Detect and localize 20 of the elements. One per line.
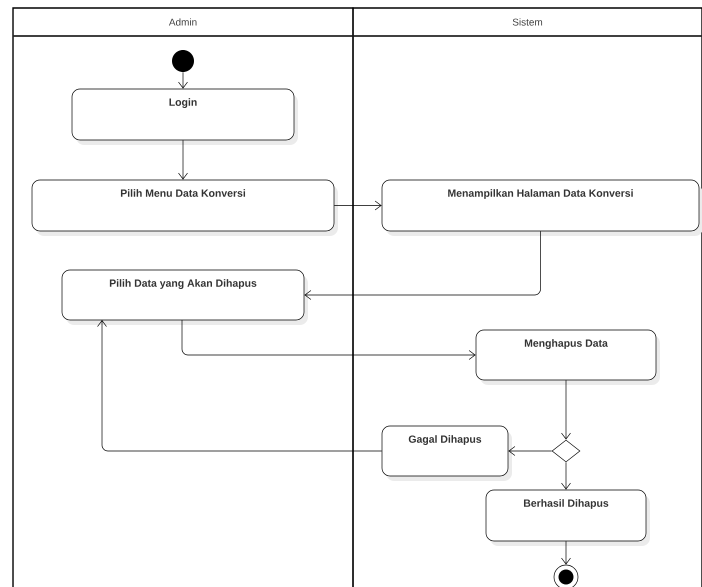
arrow <box>304 231 541 300</box>
action-box: Pilih Menu Data Konversi <box>32 180 338 236</box>
arrow <box>178 72 188 89</box>
start-node <box>172 50 194 72</box>
decision-diamond <box>552 440 580 462</box>
arrow <box>97 320 382 452</box>
action-box: Menampilkan Halaman Data Konversi <box>382 180 702 236</box>
arrow <box>178 140 188 180</box>
action-box: Login <box>72 88 298 145</box>
arrow <box>508 446 552 456</box>
arrow <box>334 200 382 210</box>
action-box: Menghapus Data <box>476 330 660 385</box>
action-box: Berhasil Dihapus <box>486 490 650 546</box>
action-box: Pilih Data yang Akan Dihapus <box>62 270 308 325</box>
arrow <box>561 380 571 440</box>
arrow <box>561 462 571 490</box>
end-node <box>554 564 578 587</box>
arrow <box>182 320 476 360</box>
action-box: Gagal Dihapus <box>382 426 512 481</box>
arrow <box>561 541 571 565</box>
